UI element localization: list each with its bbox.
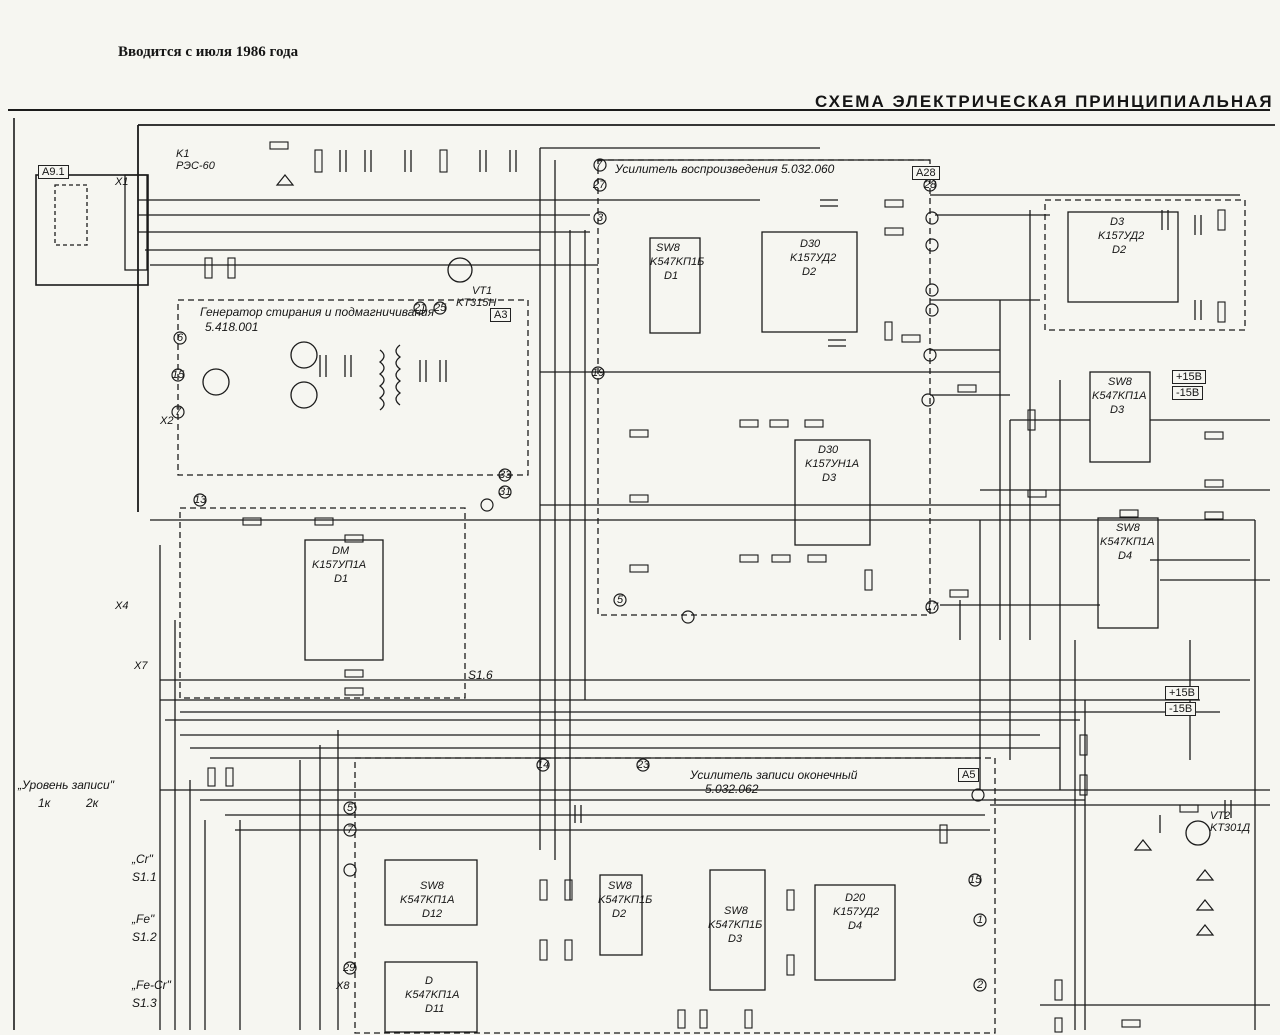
chip-ref: D11 xyxy=(425,1003,445,1015)
node-label: 1 xyxy=(977,914,984,926)
switch-fe-label: „Fe" xyxy=(132,912,155,926)
connector-x1: X1 xyxy=(115,176,129,188)
transistor-vt2: VT2 xyxy=(1210,810,1231,822)
node-label: 21 xyxy=(414,302,427,314)
node-label: 33 xyxy=(499,469,512,481)
node-label: 28 xyxy=(924,179,937,191)
block-tag-a3: A3 xyxy=(490,308,512,322)
chip-part: K547KП1А xyxy=(405,989,460,1001)
chip-ref: D2 xyxy=(612,908,627,920)
node-label: 15 xyxy=(969,874,982,886)
node-label: 23 xyxy=(637,759,650,771)
chip-ref: D4 xyxy=(1118,550,1133,562)
switch-s12: S1.2 xyxy=(132,930,157,944)
block-tag-a5: A5 xyxy=(958,768,980,782)
relay-k1-part: РЭС-60 xyxy=(176,160,215,172)
chip-label: D30 xyxy=(800,238,821,250)
chip-part: K547KП1Б xyxy=(650,256,705,268)
chip-label: DM xyxy=(332,545,350,557)
node-label: 3 xyxy=(597,212,604,224)
connector-x2: X2 xyxy=(160,415,174,427)
node-label: 13 xyxy=(194,494,207,506)
transistor-vt1: VT1 xyxy=(472,285,493,297)
chip-label: SW8 xyxy=(420,880,444,892)
chip-ref: D2 xyxy=(1112,244,1127,256)
chip-label: D20 xyxy=(845,892,866,904)
chip-ref: D12 xyxy=(422,908,443,920)
node-label: 7 xyxy=(596,159,603,171)
connector-x8: X8 xyxy=(336,980,350,992)
chip-part: K547KП1Б xyxy=(708,919,763,931)
node-label: 31 xyxy=(499,486,512,498)
chip-ref: D1 xyxy=(334,573,349,585)
node-label: 7 xyxy=(347,824,354,836)
chip-ref: D3 xyxy=(728,933,743,945)
node-label: 29 xyxy=(343,962,356,974)
chip-part: K157УД2 xyxy=(833,906,880,918)
chip-label: SW8 xyxy=(1116,522,1140,534)
chip-part: K157УД2 xyxy=(1098,230,1145,242)
block-tag-a28: A28 xyxy=(912,166,940,180)
chip-part: K547KП1А xyxy=(400,894,455,906)
node-label: 25 xyxy=(434,302,447,314)
chip-part: K157УН1А xyxy=(805,458,860,470)
switch-cr-label: „Cr" xyxy=(132,852,153,866)
rec-level-1k: 1к xyxy=(38,796,51,810)
chip-label: SW8 xyxy=(1108,376,1132,388)
page-title: СХЕМА ЭЛЕКТРИЧЕСКАЯ ПРИНЦИПИАЛЬНАЯ xyxy=(815,92,1274,111)
chip-ref: D1 xyxy=(664,270,679,282)
chip-part: K547KП1А xyxy=(1092,390,1147,402)
chip-label: D3 xyxy=(1110,216,1125,228)
chip-ref: D3 xyxy=(1110,404,1125,416)
chip-part: K157УП1А xyxy=(312,559,367,571)
switch-fecr-label: „Fe-Cr" xyxy=(132,978,171,992)
switch-s11: S1.1 xyxy=(132,870,157,884)
chip-part: K547KП1Б xyxy=(598,894,653,906)
chip-label: SW8 xyxy=(724,905,748,917)
node-label: 6 xyxy=(177,332,184,344)
chip-ref: D4 xyxy=(848,920,863,932)
chip-label: D xyxy=(425,975,433,987)
record-amp-label: Усилитель записи оконечный xyxy=(690,768,858,782)
node-label: 14 xyxy=(537,759,550,771)
rec-level-2k: 2к xyxy=(86,796,99,810)
playback-amp-label: Усилитель воспроизведения 5.032.060 xyxy=(615,162,835,176)
switch-s16: S1.6 xyxy=(468,668,493,682)
chip-part: K547KП1А xyxy=(1100,536,1155,548)
relay-k1: K1 xyxy=(176,148,190,160)
node-label: 15 xyxy=(172,369,185,381)
supply-pos-tag-2: +15В xyxy=(1165,686,1199,700)
node-label: 7 xyxy=(175,406,182,418)
transistor-vt2-part: KT301Д xyxy=(1210,822,1251,834)
supply-pos-tag: +15В xyxy=(1172,370,1206,384)
chip-part: K157УД2 xyxy=(790,252,837,264)
generator-label: Генератор стирания и подмагничивания xyxy=(200,305,435,319)
connector-x4: X4 xyxy=(115,600,129,612)
node-label: 19 xyxy=(592,367,605,379)
chip-label: D30 xyxy=(818,444,839,456)
supply-neg-tag-2: -15В xyxy=(1165,702,1197,716)
block-tag-a9: A9.1 xyxy=(38,165,69,179)
node-label: 2 xyxy=(977,979,984,991)
transistor-vt1-part: KT315Н xyxy=(456,297,497,309)
chip-ref: D2 xyxy=(802,266,817,278)
node-label: 5 xyxy=(347,802,354,814)
rec-level-label: „Уровень записи" xyxy=(18,778,114,792)
chip-label: SW8 xyxy=(656,242,680,254)
switch-s13: S1.3 xyxy=(132,996,157,1010)
chip-ref: D3 xyxy=(822,472,837,484)
intro-date: Вводится с июля 1986 года xyxy=(118,44,299,60)
node-label: 27 xyxy=(593,179,606,191)
supply-neg-tag: -15В xyxy=(1172,386,1204,400)
generator-code: 5.418.001 xyxy=(205,320,259,334)
record-amp-code: 5.032.062 xyxy=(705,782,759,796)
node-label: 17 xyxy=(926,601,939,613)
connector-x7: X7 xyxy=(134,660,148,672)
node-label: 5 xyxy=(617,594,624,606)
chip-label: SW8 xyxy=(608,880,632,892)
